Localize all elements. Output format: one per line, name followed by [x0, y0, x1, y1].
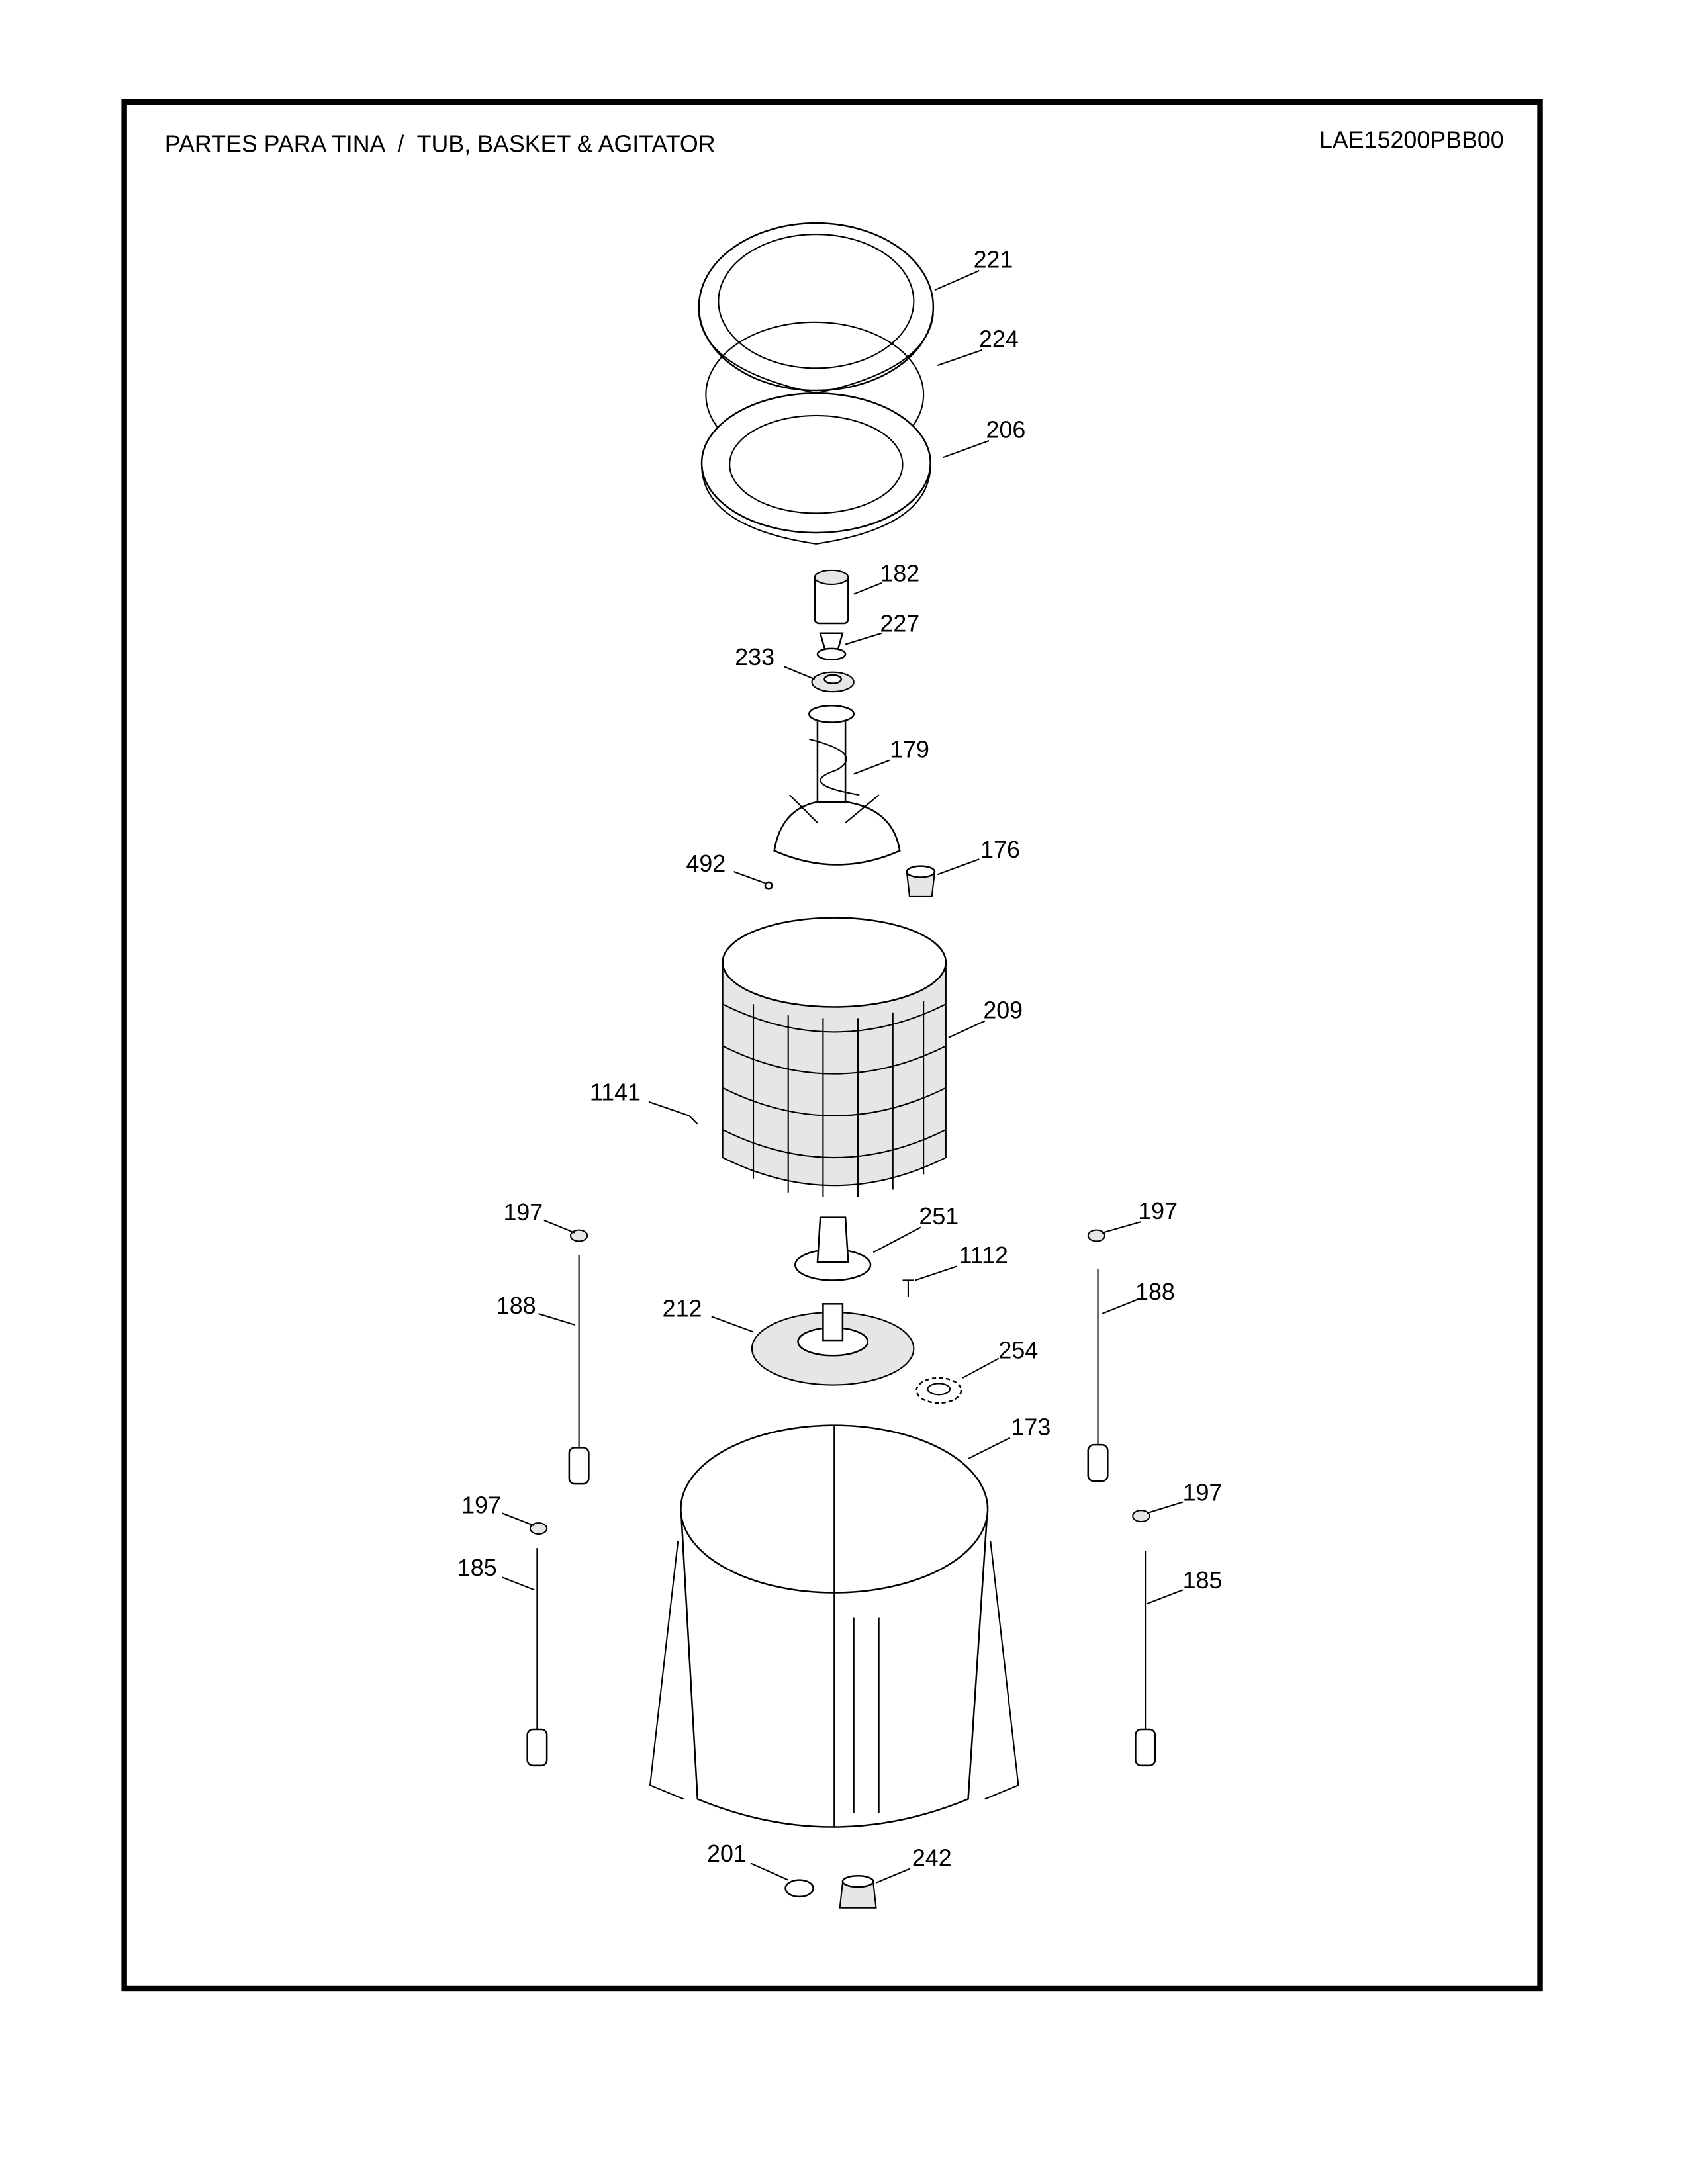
part-188-suspension-rod[interactable] — [568, 1255, 590, 1485]
part-185-suspension-rod[interactable] — [526, 1548, 548, 1767]
callout-197[interactable]: 197 — [461, 1492, 501, 1518]
callout-197[interactable]: 197 — [1183, 1479, 1223, 1506]
part-1141-screw[interactable] — [688, 1115, 698, 1125]
callout-179[interactable]: 179 — [890, 736, 929, 762]
part-212-flange[interactable] — [751, 1303, 915, 1386]
part-182[interactable] — [814, 569, 849, 625]
leader-lines — [502, 269, 1184, 1884]
callout-251[interactable]: 251 — [919, 1203, 959, 1230]
part-173-outer-tub[interactable] — [649, 1424, 1019, 1828]
callout-182[interactable]: 182 — [880, 561, 919, 587]
part-197-cap[interactable] — [1087, 1229, 1106, 1242]
part-209-basket[interactable] — [722, 917, 947, 1197]
part-251-hub[interactable] — [794, 1216, 872, 1281]
part-188-suspension-rod[interactable] — [1087, 1269, 1109, 1482]
callout-227[interactable]: 227 — [880, 611, 919, 637]
callout-492[interactable]: 492 — [686, 850, 726, 877]
part-242[interactable] — [839, 1875, 877, 1909]
callout-1112[interactable]: 1112 — [959, 1242, 1008, 1269]
callout-209[interactable]: 209 — [983, 997, 1023, 1023]
diagram-frame — [121, 99, 1543, 1992]
callout-254[interactable]: 254 — [999, 1337, 1039, 1363]
callout-224[interactable]: 224 — [979, 326, 1019, 353]
callout-176[interactable]: 176 — [980, 837, 1020, 863]
callout-201[interactable]: 201 — [707, 1841, 747, 1867]
callouts: 221 224 206 182 227 233 179 492 176 209 … — [457, 247, 1223, 1872]
callout-212[interactable]: 212 — [663, 1295, 702, 1322]
callout-173[interactable]: 173 — [1011, 1414, 1051, 1440]
callout-197[interactable]: 197 — [1138, 1198, 1178, 1224]
part-197-cap[interactable] — [1132, 1510, 1150, 1523]
part-233-bearing[interactable] — [811, 671, 855, 693]
part-1112-screw[interactable] — [902, 1279, 914, 1297]
callout-185[interactable]: 185 — [1183, 1567, 1223, 1594]
callout-188[interactable]: 188 — [496, 1293, 536, 1319]
callout-233[interactable]: 233 — [735, 644, 774, 670]
callout-242[interactable]: 242 — [912, 1845, 952, 1872]
callout-188[interactable]: 188 — [1135, 1279, 1175, 1305]
callout-221[interactable]: 221 — [974, 247, 1013, 273]
part-254-gear[interactable] — [915, 1377, 962, 1404]
callout-185[interactable]: 185 — [457, 1555, 497, 1581]
diagram-title: PARTES PARA TINA / TUB, BASKET & AGITATO… — [165, 131, 716, 158]
part-179-agitator[interactable] — [773, 705, 901, 866]
part-227[interactable] — [816, 632, 847, 661]
part-221-tub-cover-ring[interactable] — [698, 222, 935, 394]
part-185-suspension-rod[interactable] — [1135, 1551, 1156, 1767]
callout-197[interactable]: 197 — [503, 1199, 543, 1226]
model-number: LAE15200PBB00 — [1319, 126, 1504, 153]
callout-206[interactable]: 206 — [986, 417, 1026, 443]
callout-1141[interactable]: 1141 — [590, 1079, 641, 1106]
part-176-cap[interactable] — [906, 865, 936, 898]
part-492[interactable] — [764, 881, 773, 890]
part-206-balance-ring[interactable] — [700, 392, 931, 545]
part-201-seal[interactable] — [784, 1879, 814, 1898]
